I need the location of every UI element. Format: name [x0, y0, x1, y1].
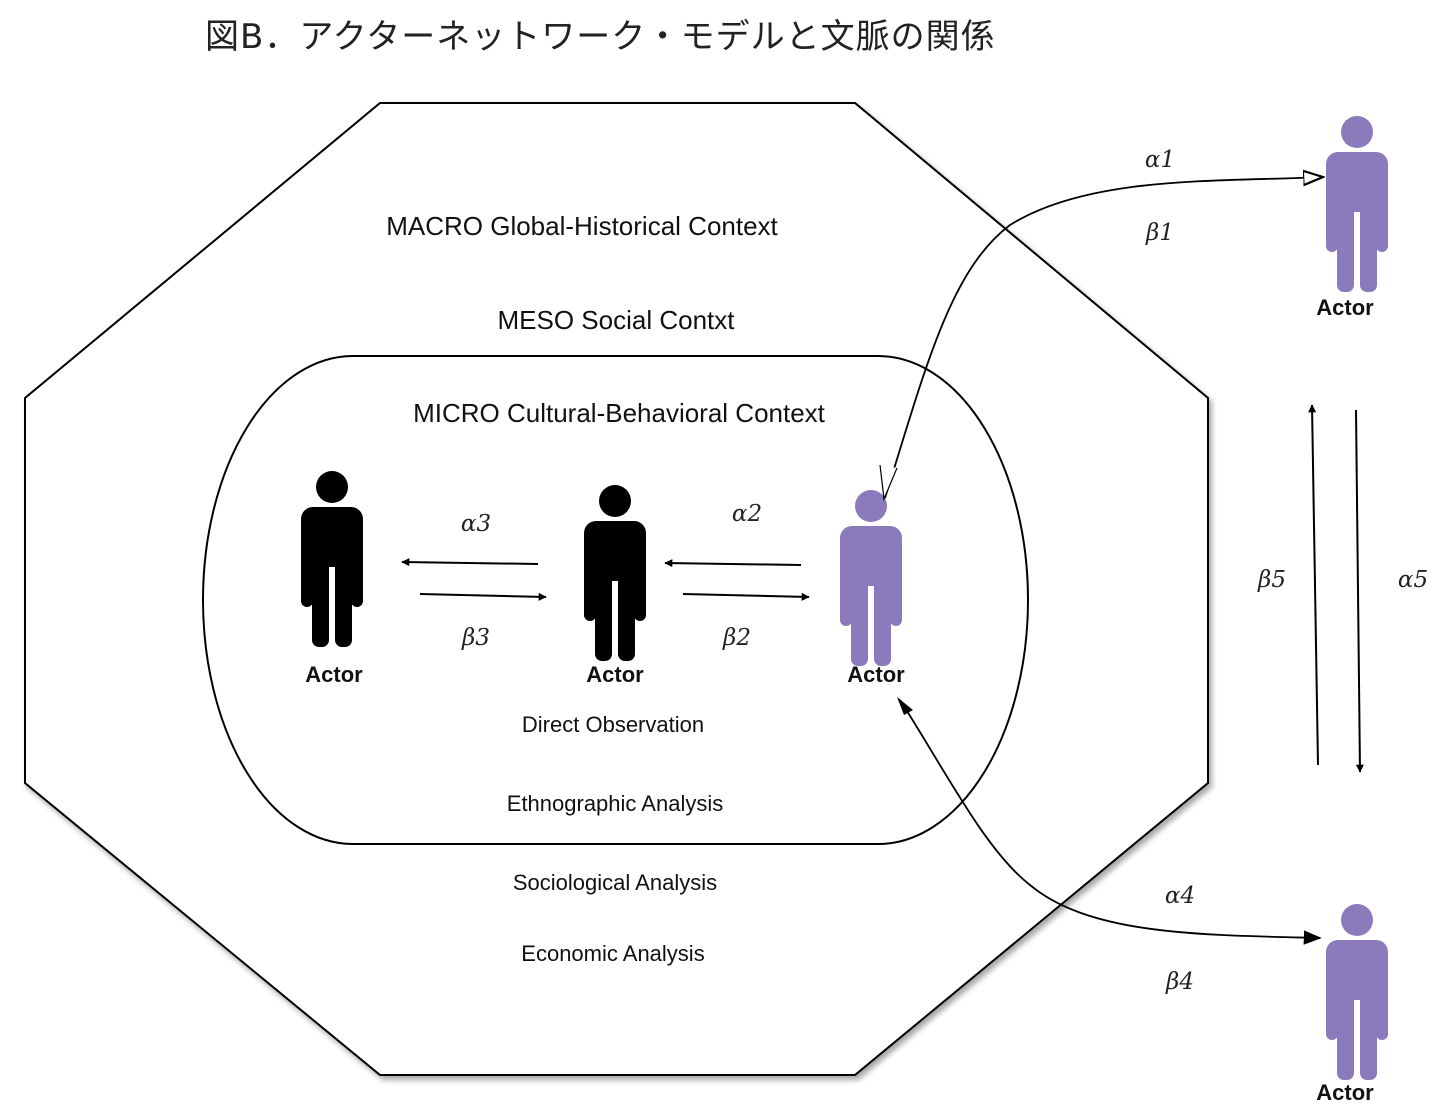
actor-label-2: Actor: [586, 662, 644, 687]
meso-context-label: MESO Social Contxt: [498, 305, 736, 335]
open-arrowhead-inner: [879, 464, 898, 502]
label-beta2: β2: [722, 625, 751, 651]
arrow-alpha5: [1355, 409, 1364, 773]
economic-analysis-label: Economic Analysis: [521, 941, 704, 966]
arrow-alpha2: [664, 559, 802, 568]
micro-context-region: [202, 355, 1029, 845]
macro-context-octagon: [24, 102, 1209, 1076]
actor-label-1: Actor: [305, 662, 363, 687]
arrow-alpha3: [401, 558, 539, 567]
macro-context-label: MACRO Global-Historical Context: [386, 211, 778, 241]
label-beta5: β5: [1257, 567, 1286, 593]
label-beta1: β1: [1145, 220, 1174, 246]
actor-icon-bottom-right: [1326, 904, 1388, 1080]
label-beta4: β4: [1165, 969, 1194, 995]
label-alpha1: α1: [1145, 147, 1175, 173]
actor-icon-top-right: [1326, 116, 1388, 292]
label-beta3: β3: [461, 625, 490, 651]
actor-label-top-right: Actor: [1316, 295, 1374, 320]
ethnographic-analysis-label: Ethnographic Analysis: [507, 791, 723, 816]
arrow-beta2: [682, 592, 810, 601]
sociological-analysis-label: Sociological Analysis: [513, 870, 717, 895]
label-alpha4: α4: [1165, 883, 1195, 909]
arrow-beta5: [1308, 404, 1319, 766]
actor-label-3: Actor: [847, 662, 905, 687]
link-alpha4-beta4: [899, 699, 1322, 945]
label-alpha5: α5: [1398, 567, 1428, 593]
figure-title: 図B．アクターネットワーク・モデルと文脈の関係: [205, 17, 996, 57]
solid-arrowhead-inner: [897, 697, 913, 715]
actor-label-bottom-right: Actor: [1316, 1080, 1374, 1105]
label-alpha3: α3: [461, 511, 491, 537]
direct-observation-label: Direct Observation: [522, 712, 704, 737]
label-alpha2: α2: [732, 501, 762, 527]
micro-context-label: MICRO Cultural-Behavioral Context: [413, 398, 826, 428]
link-alpha1-beta1: [884, 177, 1323, 499]
arrow-beta3: [419, 592, 547, 601]
